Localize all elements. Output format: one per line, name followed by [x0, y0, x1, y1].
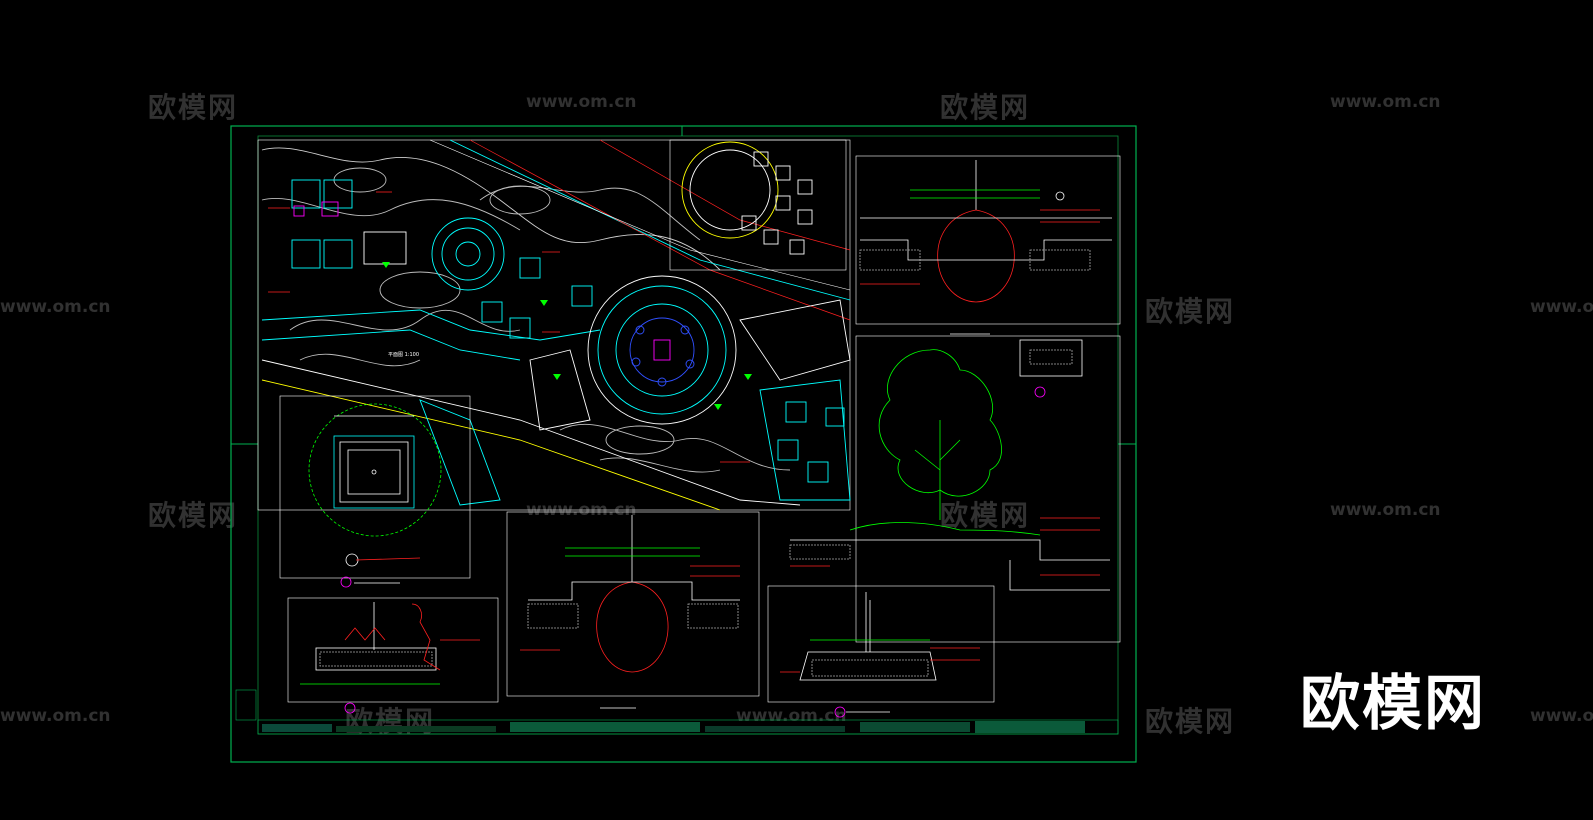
watermark-url: www.om.cn [1330, 500, 1441, 520]
svg-text:平面图 1:100: 平面图 1:100 [388, 352, 419, 358]
watermark-url: www.om.cn [0, 706, 111, 726]
watermark-url: www.om.cn [526, 92, 637, 112]
watermark-url: www.om.cn [1530, 706, 1593, 726]
watermark-url: www.om.cn [1530, 297, 1593, 317]
tree-elevation [789, 335, 1121, 643]
section-1 [855, 155, 1121, 335]
section-2 [506, 511, 760, 709]
watermark-brand: 欧模网 [1145, 295, 1236, 328]
bench-section [287, 597, 499, 714]
watermark-url: www.om.cn [0, 297, 111, 317]
watermark-brand: 欧模网 [148, 499, 239, 532]
watermark-url: www.om.cn [736, 706, 847, 726]
watermark-brand: 欧模网 [940, 91, 1031, 124]
watermark-brand: 欧模网 [345, 705, 436, 738]
section-3 [767, 585, 995, 718]
inner-frame [257, 135, 1119, 735]
tree-pit-plan [279, 395, 471, 588]
watermark-brand: 欧模网 [1145, 705, 1236, 738]
watermark-url: www.om.cn [1330, 92, 1441, 112]
watermark-brand: 欧模网 [940, 499, 1031, 532]
watermark-brand: 欧模网 [148, 91, 239, 124]
site-plan: 平面图 1:100 [257, 139, 851, 511]
brand-logo: 欧模网 [1300, 669, 1486, 739]
title-block [235, 689, 1119, 735]
